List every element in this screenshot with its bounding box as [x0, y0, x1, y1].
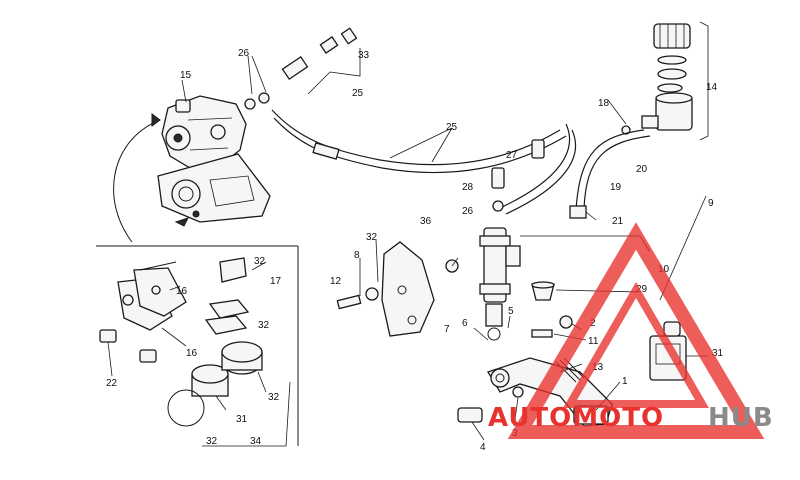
callout-2: 2: [590, 318, 596, 329]
callout-5: 5: [508, 306, 514, 317]
callout-27: 31: [712, 348, 724, 359]
brake-hose: [271, 109, 577, 215]
callout-31: 31: [236, 414, 248, 425]
callout-32-right: 32: [268, 392, 280, 403]
callout-29: 32: [254, 256, 266, 267]
callout-21-top: 20: [636, 164, 648, 175]
callout-25-mid: 26: [462, 206, 474, 217]
callout-26-upper: 27: [506, 150, 518, 161]
callout-9: 9: [708, 198, 714, 209]
bolt-11: [531, 329, 553, 338]
callout-labels: 15 26 33 25 25 18 14 20 19 21 9 27 28 26…: [106, 48, 724, 453]
washer-2: [559, 315, 573, 329]
reference-arrow: [113, 119, 161, 243]
callout-32-bottom: 32: [206, 436, 218, 447]
callout-21-mid: 21: [612, 216, 624, 227]
brake-caliper: [161, 95, 247, 169]
callout-22: 22: [106, 378, 118, 389]
callout-23: 25: [446, 122, 458, 133]
callout-34: 34: [250, 436, 262, 447]
caliper-bracket: [157, 153, 271, 227]
callout-20: 19: [610, 182, 622, 193]
callout-11: 11: [588, 336, 599, 347]
master-cylinder: [479, 227, 521, 341]
callout-15: 15: [180, 70, 192, 81]
callout-6: 6: [462, 318, 468, 329]
callout-36: 36: [420, 216, 432, 227]
fluid-bottle: [649, 321, 687, 381]
callout-26-lower: 28: [462, 182, 474, 193]
callout-18: 18: [598, 98, 610, 109]
callout-30: 32: [258, 320, 270, 331]
callout-14: 14: [706, 82, 718, 93]
callout-25-top: 26: [238, 48, 250, 59]
callout-13: 13: [592, 362, 604, 373]
callout-12: 12: [330, 276, 342, 287]
banjo-fittings-top: [244, 27, 358, 110]
callout-1: 1: [622, 376, 628, 387]
callout-32-plate: 32: [366, 232, 378, 243]
callout-4: 4: [480, 442, 486, 453]
bracket-14: [699, 21, 709, 141]
watermark-brand-suffix: HUB: [708, 403, 774, 433]
reservoir-hose: [575, 129, 645, 211]
callout-19: 17: [270, 276, 282, 287]
inset-frame: [96, 245, 299, 446]
callout-24: 25: [352, 88, 364, 99]
watermark-brand-prefix: AUTOMOTO: [488, 403, 664, 433]
fittings-26: [491, 139, 545, 212]
mounting-plate: [336, 241, 435, 337]
callout-16: 16: [186, 348, 198, 359]
brake-pad-kit: [99, 257, 263, 427]
fluid-reservoir: [621, 23, 693, 135]
callout-7: 7: [444, 324, 450, 335]
watermark-logo: [507, 222, 765, 439]
callout-8: 8: [354, 250, 360, 261]
callout-17: 16: [176, 286, 188, 297]
callout-33: 33: [358, 50, 370, 61]
callout-28: 29: [636, 284, 648, 295]
